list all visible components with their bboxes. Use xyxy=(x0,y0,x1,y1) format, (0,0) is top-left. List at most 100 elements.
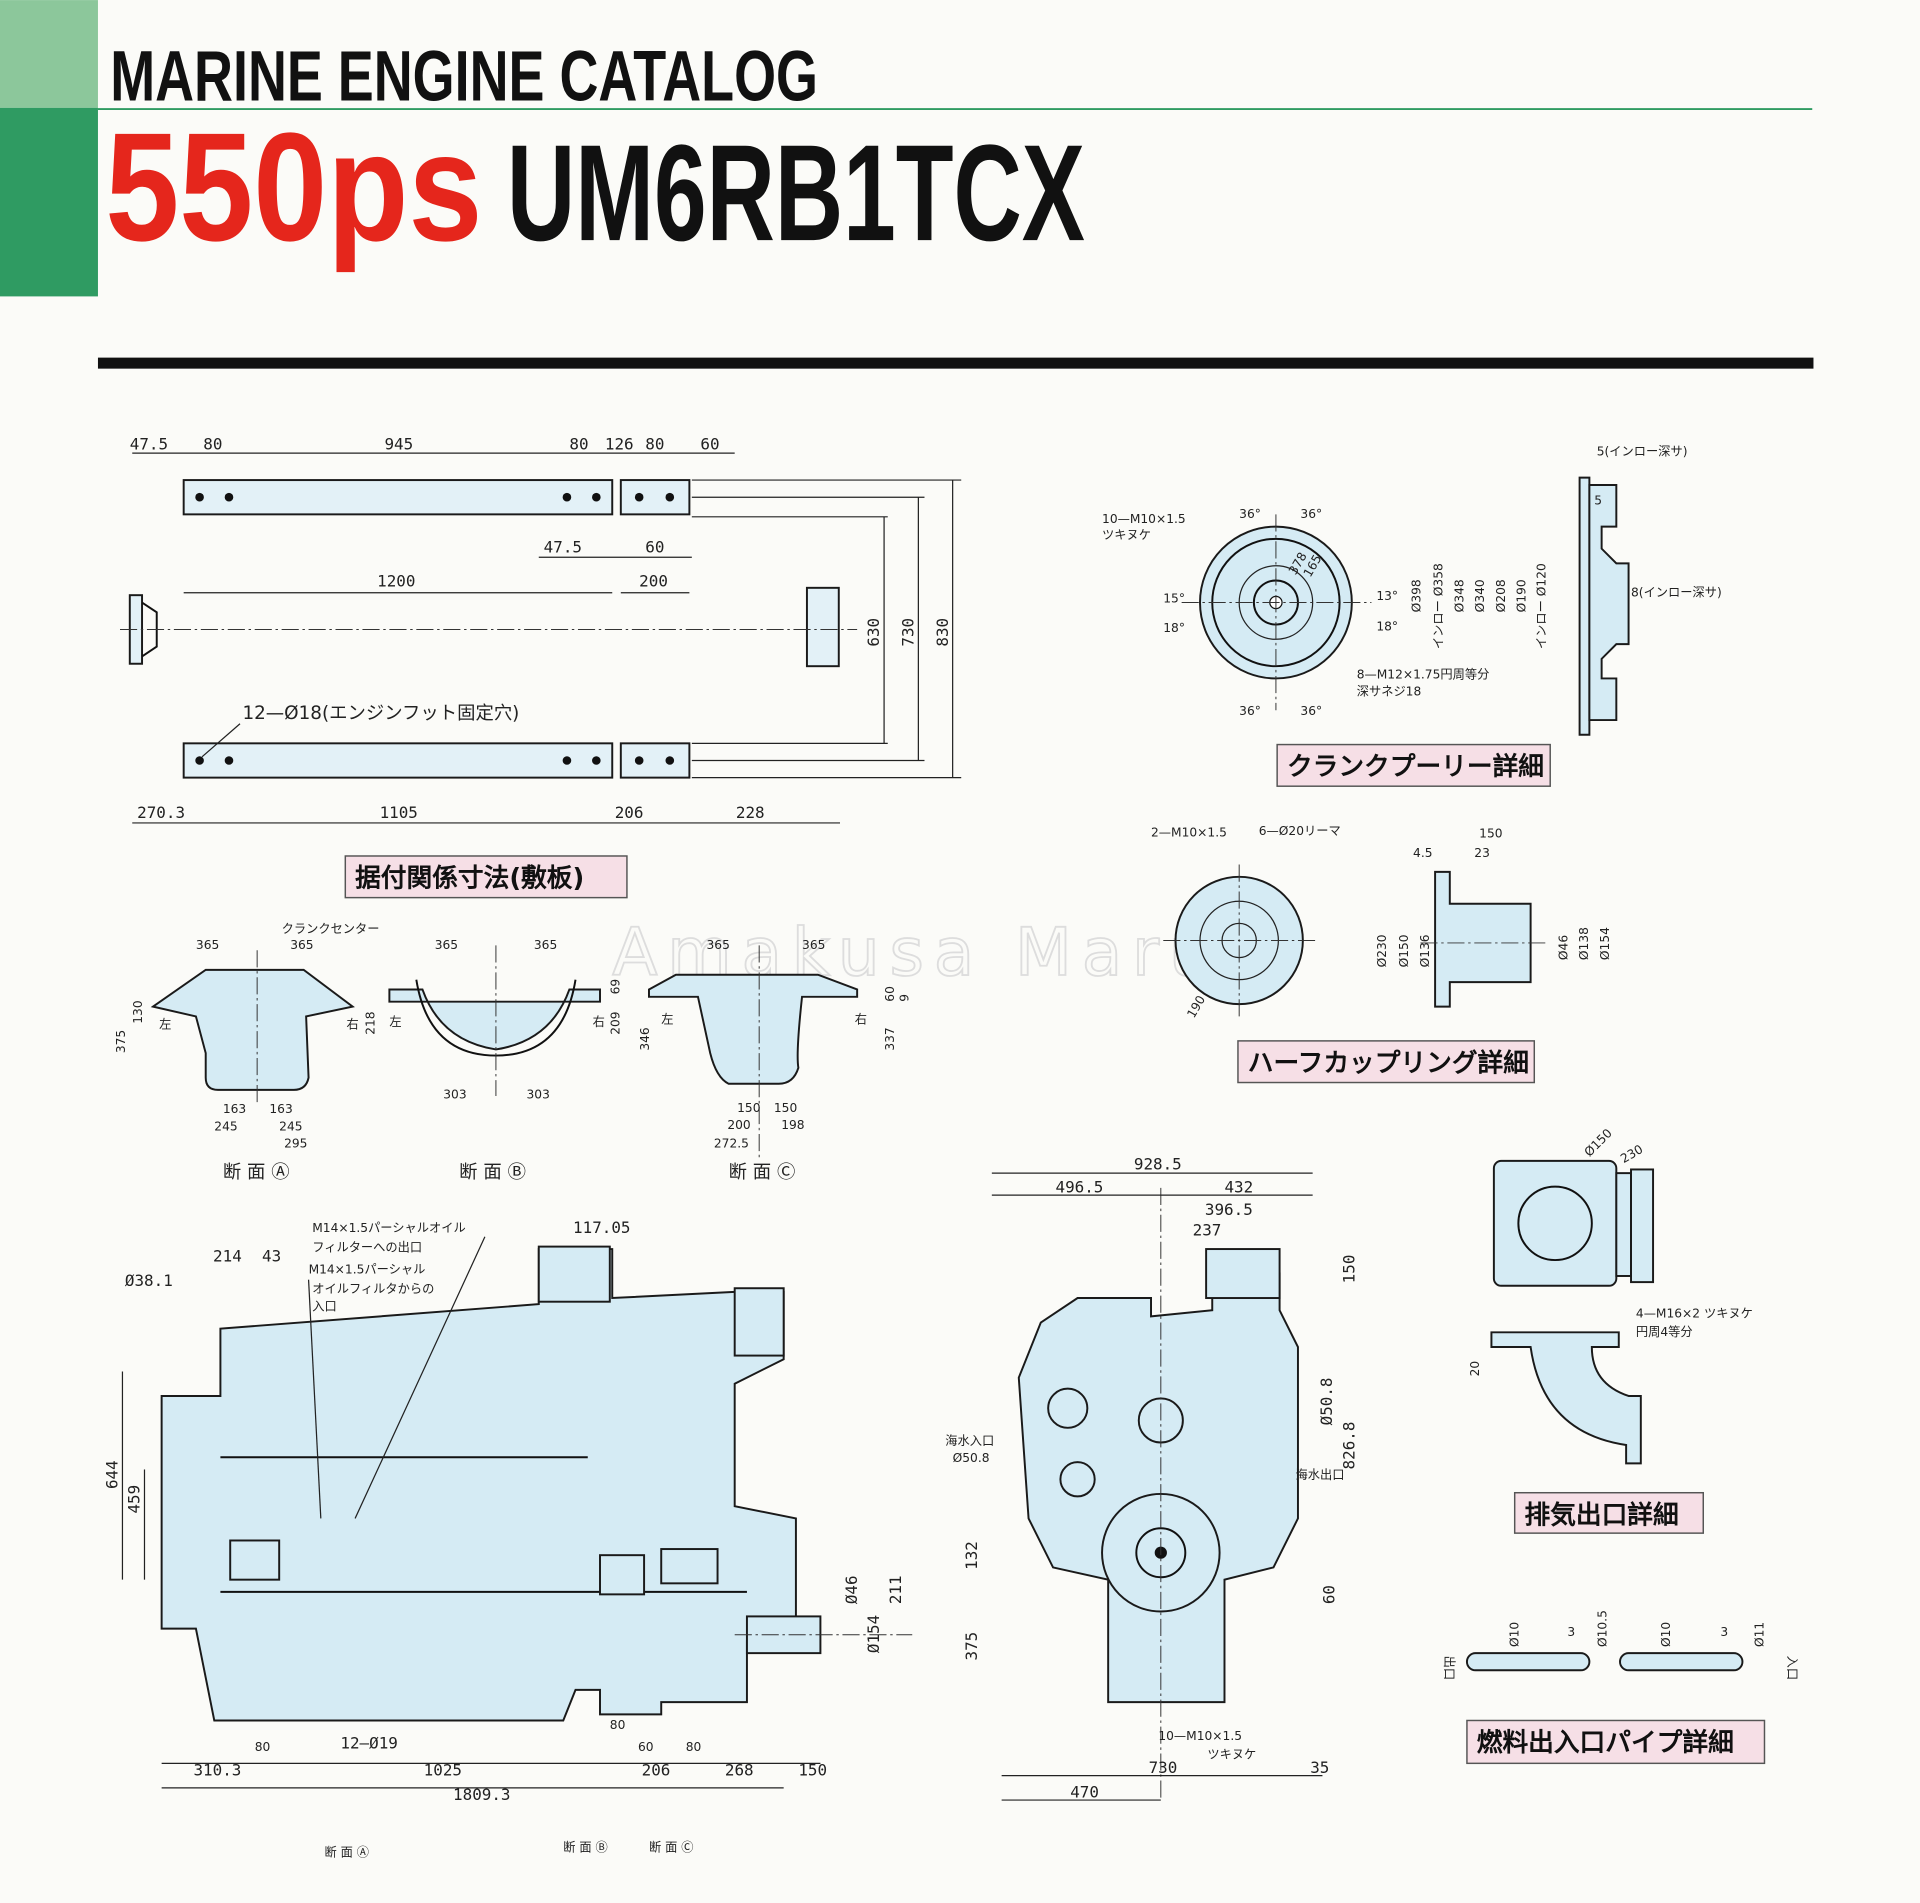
dim: 272.5 xyxy=(714,1136,749,1150)
diameter: Ø340 xyxy=(1473,579,1487,612)
dim: 346 xyxy=(638,1027,652,1051)
dim: 303 xyxy=(527,1087,550,1101)
diameter: インロー Ø358 xyxy=(1431,563,1445,649)
diameter: Ø150 xyxy=(1397,934,1411,967)
dim: 20 xyxy=(1468,1361,1482,1377)
engine-power: 550ps xyxy=(105,100,482,273)
section-a-label: 断 面 Ⓐ xyxy=(223,1162,290,1183)
dim: 150 xyxy=(798,1761,827,1780)
dim: Ø154 xyxy=(864,1615,883,1653)
angle: 36° xyxy=(1239,507,1261,521)
section-label: 断 面 Ⓒ xyxy=(649,1840,693,1855)
diameter: インロー Ø120 xyxy=(1534,563,1548,649)
dim: Ø50.8 xyxy=(1317,1377,1336,1425)
dim: 432 xyxy=(1224,1178,1253,1197)
diameter: Ø190 xyxy=(1515,579,1529,612)
dim: Ø46 xyxy=(842,1575,861,1604)
bolt-note: 10—M10×1.5 xyxy=(1158,1729,1242,1743)
tap-note: 8—M12×1.75円周等分 xyxy=(1357,667,1490,681)
dim: 365 xyxy=(196,938,219,952)
angle: 15° xyxy=(1163,592,1185,606)
green-tab-light xyxy=(0,0,98,108)
base-plate-caption: 据付関係寸法(敷板) xyxy=(355,863,584,894)
dim: 375 xyxy=(114,1030,128,1053)
dim: 60 xyxy=(700,434,719,453)
dim: 310.3 xyxy=(193,1761,241,1780)
fuel-pipe-caption: 燃料出入口パイプ詳細 xyxy=(1477,1727,1734,1758)
crank-pulley-drawing: 10—M10×1.5 ツキヌケ 36° 36° 15° 18° 13° 18° … xyxy=(1102,445,1722,787)
right-label: 右 xyxy=(593,1014,605,1029)
dim: 80 xyxy=(255,1740,271,1754)
dim: 3 xyxy=(1567,1625,1575,1639)
dim: 126 xyxy=(605,434,634,453)
dim: 396.5 xyxy=(1205,1200,1253,1219)
header: MARINE ENGINE CATALOG 550ps UM6RB1TCX xyxy=(0,0,1814,369)
angle: 36° xyxy=(1300,507,1322,521)
oil-note: フィルターへの出口 xyxy=(312,1241,422,1255)
section-label: 断 面 Ⓑ xyxy=(563,1840,607,1855)
dim: 3 xyxy=(1720,1625,1728,1639)
dim: 459 xyxy=(125,1485,144,1514)
bolt-note: 円周4等分 xyxy=(1636,1325,1693,1339)
dim: 630 xyxy=(864,618,883,647)
dim: 209 xyxy=(609,1011,623,1034)
diameter: Ø348 xyxy=(1452,579,1466,612)
dim: 69 xyxy=(609,979,623,995)
exhaust-outlet-drawing: Ø150 230 4—M16×2 ツキヌケ 円周4等分 20 排気出口詳細 xyxy=(1468,1126,1753,1534)
header-bar xyxy=(97,357,1814,369)
diameter: Ø208 xyxy=(1494,579,1508,612)
angle: 13° xyxy=(1376,589,1398,603)
dim: 1105 xyxy=(380,803,418,822)
dim: 218 xyxy=(364,1011,378,1034)
dim: 1200 xyxy=(377,572,415,591)
spigot-depth: 8(インロー深サ) xyxy=(1631,585,1722,599)
dim: 117.05 xyxy=(573,1218,630,1237)
dim: Ø11 xyxy=(1752,1622,1766,1647)
dim: Ø150 xyxy=(1582,1126,1615,1159)
dim: 60 xyxy=(638,1740,654,1754)
dim: 43 xyxy=(262,1246,281,1265)
section-views: クランクセンター 365 365 130 375 163 163 245 245… xyxy=(114,922,912,1183)
ream-note: 6—Ø20リーマ xyxy=(1259,824,1341,838)
dim: 206 xyxy=(615,803,644,822)
oil-note: オイルフィルタからの xyxy=(312,1282,434,1296)
dim: 200 xyxy=(727,1118,750,1132)
dim: 214 xyxy=(213,1246,242,1265)
dim: 237 xyxy=(1193,1221,1222,1240)
fuel-pipe-drawing: 出口 入口 Ø10 3 Ø10.5 Ø10 3 Ø11 燃料出入口パイプ詳細 xyxy=(1442,1610,1799,1765)
bolt-note: 4—M16×2 ツキヌケ xyxy=(1636,1307,1753,1321)
dim: 80 xyxy=(203,434,222,453)
section-label: 断 面 Ⓐ xyxy=(324,1844,368,1859)
dim: 826.8 xyxy=(1339,1422,1358,1470)
exhaust-caption: 排気出口詳細 xyxy=(1524,1499,1678,1530)
spigot-depth: 5(インロー深サ) xyxy=(1597,445,1688,459)
dim: 150 xyxy=(774,1101,797,1115)
diameter: Ø398 xyxy=(1409,579,1423,612)
oil-note: 入口 xyxy=(312,1299,336,1313)
pcd: 190 xyxy=(1184,993,1208,1020)
dim: 928.5 xyxy=(1134,1154,1182,1173)
sea-water-outlet: 海水出口 xyxy=(1296,1467,1345,1482)
dim: 9 xyxy=(898,994,912,1002)
dim: 830 xyxy=(933,618,952,647)
tap-note: 深サネジ18 xyxy=(1357,685,1422,699)
dim: 303 xyxy=(443,1087,466,1101)
dim: 230 xyxy=(1618,1142,1645,1166)
angle: 36° xyxy=(1300,704,1322,718)
left-label: 左 xyxy=(389,1014,401,1029)
dim: 245 xyxy=(279,1119,302,1133)
dim: 35 xyxy=(1310,1758,1329,1777)
dim: 80 xyxy=(569,434,588,453)
dim: 1809.3 xyxy=(453,1785,510,1804)
dim: 47.5 xyxy=(544,537,582,556)
dim: 80 xyxy=(610,1718,626,1732)
hole-note: 12—Ø19 xyxy=(340,1734,397,1753)
dim: 730 xyxy=(898,618,917,647)
diameter: Ø46 xyxy=(1556,935,1570,960)
oil-note: M14×1.5パーシャル xyxy=(309,1263,426,1277)
dim: 132 xyxy=(962,1541,981,1570)
diameter: Ø230 xyxy=(1375,934,1389,967)
half-coupling-drawing: 2—M10×1.5 6—Ø20リーマ 190 150 4.5 23 Ø230 Ø… xyxy=(1151,824,1612,1084)
angle: 36° xyxy=(1239,704,1261,718)
